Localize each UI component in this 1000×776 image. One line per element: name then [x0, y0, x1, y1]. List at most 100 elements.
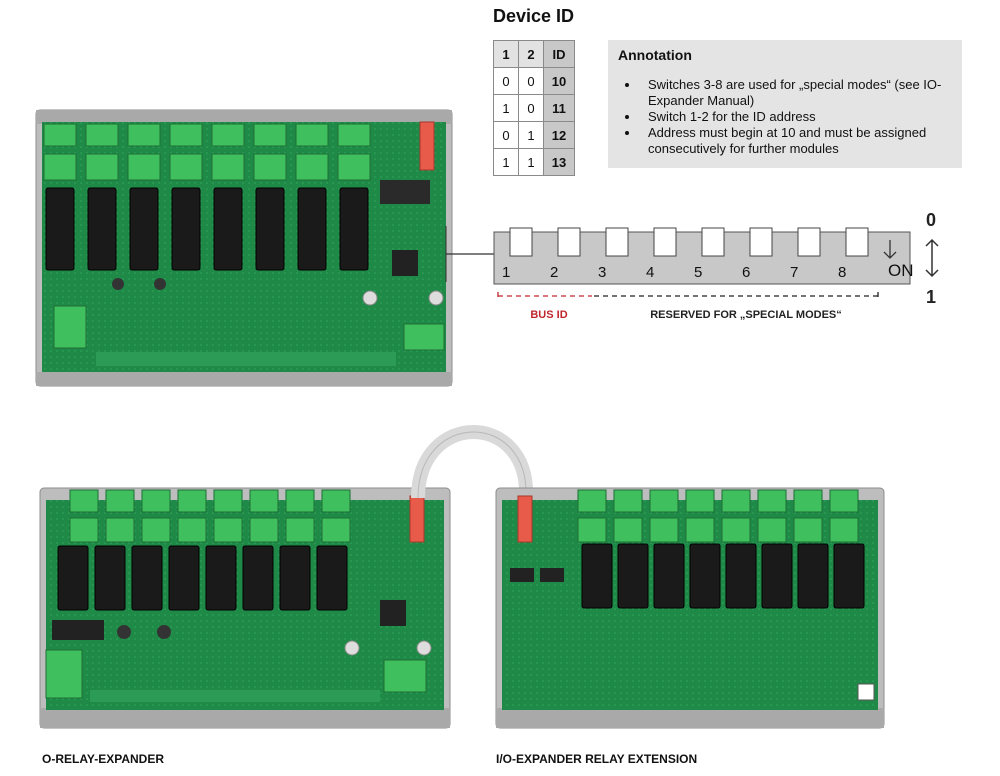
state-bottom-label: 1 [926, 287, 936, 307]
relay [45, 187, 75, 271]
relay [205, 545, 237, 611]
left-board-caption: O-RELAY-EXPANDER [42, 752, 165, 766]
terminal-block [757, 489, 787, 513]
device-id-table: 1 2 ID 0 0 10 1 0 11 0 1 12 1 1 13 [493, 40, 575, 176]
id-cell: 1 [518, 148, 544, 176]
terminal-block [721, 517, 751, 543]
terminal-block [577, 489, 607, 513]
terminal-block [169, 123, 203, 147]
annotation-box: Annotation Switches 3-8 are used for „sp… [608, 40, 962, 168]
annotation-item: Switch 1-2 for the ID address [640, 109, 952, 125]
relay [94, 545, 126, 611]
top-relay-board-photo [35, 109, 453, 387]
terminal-block [613, 489, 643, 513]
relay [168, 545, 200, 611]
terminal-block [141, 489, 171, 513]
annotation-item: Switches 3-8 are used for „special modes… [640, 77, 952, 109]
terminal-block [105, 489, 135, 513]
relay [242, 545, 274, 611]
terminal-block [285, 489, 315, 513]
right-board-caption: I/O-EXPANDER RELAY EXTENSION [496, 752, 698, 766]
terminal-block [577, 517, 607, 543]
terminal-block [211, 153, 245, 181]
terminal-block [127, 123, 161, 147]
id-table-row: 1 1 13 [493, 148, 575, 176]
relay [87, 187, 117, 271]
terminal-block [829, 517, 859, 543]
terminal-block [649, 489, 679, 513]
terminal-block [793, 489, 823, 513]
relay [653, 543, 685, 609]
terminal-block [211, 123, 245, 147]
terminal-block [793, 517, 823, 543]
terminal-block [649, 517, 679, 543]
dip-toggle [653, 227, 677, 257]
dip-toggle [605, 227, 629, 257]
terminal-block [43, 123, 77, 147]
terminal-block [253, 123, 287, 147]
id-table-row: 0 0 10 [493, 67, 575, 95]
id-table-row: 0 1 12 [493, 121, 575, 149]
dip-toggle [797, 227, 821, 257]
bus-id-label: BUS ID [530, 309, 567, 321]
id-table-header-row: 1 2 ID [493, 40, 575, 68]
id-value: 11 [543, 94, 575, 122]
terminal-block [321, 517, 351, 543]
terminal-block [337, 153, 371, 181]
terminal-block [177, 489, 207, 513]
terminal-block [321, 489, 351, 513]
id-value: 10 [543, 67, 575, 95]
terminal-block [141, 517, 171, 543]
terminal-block [295, 153, 329, 181]
relay [617, 543, 649, 609]
relay [279, 545, 311, 611]
id-cell: 1 [493, 148, 519, 176]
annotation-item: Address must begin at 10 and must be ass… [640, 125, 952, 157]
terminal-block [295, 123, 329, 147]
id-value: 12 [543, 121, 575, 149]
relay [57, 545, 89, 611]
bottom-right-relay-extension-photo [495, 487, 885, 729]
terminal-block [169, 153, 203, 181]
terminal-block [249, 489, 279, 513]
terminal-block [253, 153, 287, 181]
device-id-title: Device ID [493, 6, 575, 26]
relay [131, 545, 163, 611]
terminal-block [613, 517, 643, 543]
terminal-block [213, 517, 243, 543]
bottom-left-relay-board-photo [39, 487, 451, 729]
id-table-row: 1 0 11 [493, 94, 575, 122]
relay [725, 543, 757, 609]
terminal-block [43, 153, 77, 181]
terminal-block [829, 489, 859, 513]
dip-toggle [701, 227, 725, 257]
dip-switch-number: 5 [694, 264, 702, 281]
terminal-block [757, 517, 787, 543]
relay [339, 187, 369, 271]
dip-switch-number: 2 [550, 264, 558, 281]
relay [255, 187, 285, 271]
terminal-block [177, 517, 207, 543]
dip-switch-number: 1 [502, 264, 510, 281]
dip-switch-number: 8 [838, 264, 846, 281]
relay [581, 543, 613, 609]
dip-toggle [845, 227, 869, 257]
terminal-block [213, 489, 243, 513]
dip-toggle [557, 227, 581, 257]
annotation-title: Annotation [618, 47, 692, 63]
terminal-block [105, 517, 135, 543]
terminal-block [285, 517, 315, 543]
relay [833, 543, 865, 609]
terminal-block [127, 153, 161, 181]
relay [316, 545, 348, 611]
terminal-block [685, 517, 715, 543]
reserved-label: RESERVED FOR „SPECIAL MODES“ [650, 309, 842, 321]
dip-toggle [749, 227, 773, 257]
relay [213, 187, 243, 271]
relay [297, 187, 327, 271]
annotation-list: Switches 3-8 are used for „special modes… [618, 77, 952, 157]
dip-toggle [509, 227, 533, 257]
terminal-block [337, 123, 371, 147]
